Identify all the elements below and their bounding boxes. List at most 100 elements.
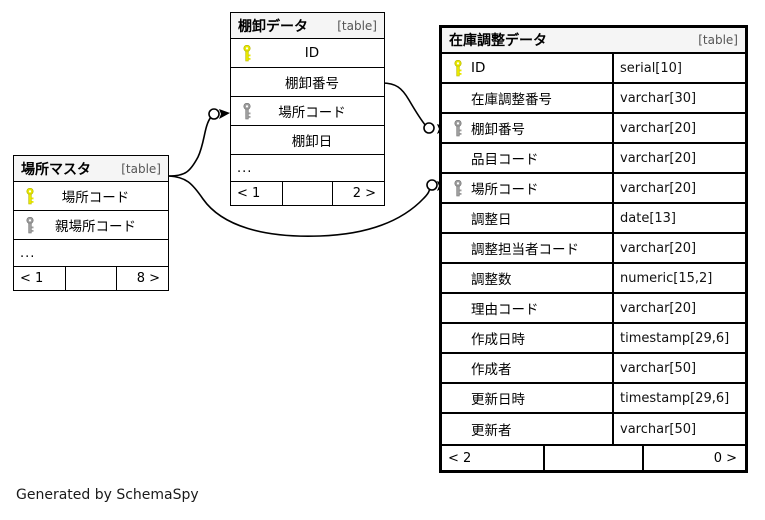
- column-name-cell: ID: [231, 44, 384, 62]
- foreign-key-icon: [447, 179, 469, 197]
- table-row[interactable]: ID: [231, 39, 384, 68]
- table-row[interactable]: 棚卸番号 varchar[20]: [442, 114, 745, 144]
- column-name-cell: 棚卸番号: [231, 72, 384, 92]
- table-name: 在庫調整データ: [449, 33, 547, 49]
- column-name-cell: 棚卸日: [231, 130, 384, 150]
- column-name-cell: 親場所コード: [14, 215, 168, 235]
- footer-middle-cell: [65, 267, 117, 290]
- incoming-relationship-count[interactable]: < 1: [237, 186, 261, 201]
- column-name: 在庫調整番号: [471, 92, 552, 108]
- table-row[interactable]: 更新者 varchar[50]: [442, 414, 745, 444]
- column-name-cell: 調整担当者コード: [442, 238, 612, 258]
- table-node-tanaoroshi-data[interactable]: 棚卸データ [table] ID: [230, 12, 385, 206]
- column-type: varchar[30]: [612, 84, 745, 112]
- edge-optional-marker-tanaoroshi: [208, 108, 220, 120]
- table-type-tag: [table]: [121, 161, 161, 176]
- column-name: 更新者: [471, 423, 512, 439]
- table-row[interactable]: 棚卸日: [231, 126, 384, 155]
- column-name: ID: [304, 45, 320, 61]
- footer-middle-cell: [281, 182, 333, 205]
- incoming-relationship-count[interactable]: < 1: [20, 271, 44, 286]
- table-row[interactable]: 調整数 numeric[15,2]: [442, 264, 745, 294]
- column-type: varchar[50]: [612, 354, 745, 382]
- key-icon-placeholder: [447, 149, 469, 167]
- column-name: 場所コード: [471, 182, 539, 198]
- outgoing-relationship-count[interactable]: 8 >: [136, 271, 160, 286]
- column-type: timestamp[29,6]: [612, 384, 745, 412]
- edge-tanaoroshi-to-zaiko: [381, 82, 427, 127]
- table-row[interactable]: 調整担当者コード varchar[20]: [442, 234, 745, 264]
- table-title-bar: 場所マスタ [table]: [14, 156, 168, 182]
- edge-optional-marker-zaiko-basho: [426, 179, 438, 191]
- outgoing-relationship-count[interactable]: 0 >: [713, 450, 737, 466]
- table-name: 棚卸データ: [238, 18, 308, 35]
- column-type: serial[10]: [612, 54, 745, 82]
- column-name: 品目コード: [471, 152, 539, 168]
- column-name-cell: 場所コード: [231, 101, 384, 121]
- table-row[interactable]: 場所コード: [231, 97, 384, 126]
- column-name-cell: 調整日: [442, 208, 612, 228]
- table-node-zaiko-chosei-data[interactable]: 在庫調整データ [table] ID: [439, 25, 748, 473]
- edge-optional-marker-zaiko-tanaoroshi: [423, 122, 435, 134]
- outgoing-relationship-count[interactable]: 2 >: [352, 186, 376, 201]
- column-name: 更新日時: [471, 392, 525, 408]
- column-name: 調整日: [471, 212, 512, 228]
- key-icon-placeholder: [447, 329, 469, 347]
- column-name: 作成日時: [471, 332, 525, 348]
- table-title-bar: 在庫調整データ [table]: [442, 28, 745, 54]
- column-name: 場所コード: [61, 190, 130, 206]
- column-name-cell: 更新者: [442, 419, 612, 439]
- footer-middle-cell: [542, 446, 644, 470]
- column-name-cell: 在庫調整番号: [442, 88, 612, 108]
- table-columns: 場所コード 親場所コード: [14, 182, 168, 266]
- edge-basho-to-tanaoroshi: [168, 116, 212, 177]
- table-row[interactable]: 棚卸番号: [231, 68, 384, 97]
- column-name-cell: 場所コード: [442, 178, 612, 198]
- key-icon-placeholder: [236, 131, 258, 149]
- column-type: varchar[20]: [612, 114, 745, 142]
- table-columns: ID serial[10] 在庫調整番号 varchar[30]: [442, 54, 745, 444]
- incoming-relationship-count[interactable]: < 2: [448, 450, 472, 466]
- table-row[interactable]: ID serial[10]: [442, 54, 745, 84]
- column-name: 理由コード: [471, 302, 539, 318]
- table-row[interactable]: 調整日 date[13]: [442, 204, 745, 234]
- table-row[interactable]: 親場所コード: [14, 211, 168, 240]
- column-name-cell: 作成者: [442, 358, 612, 378]
- foreign-key-icon: [447, 119, 469, 137]
- table-title-bar: 棚卸データ [table]: [231, 13, 384, 39]
- column-name: 調整数: [471, 272, 512, 288]
- key-icon-placeholder: [447, 299, 469, 317]
- table-relationship-footer: < 2 0 >: [442, 444, 745, 470]
- column-name: 棚卸番号: [471, 122, 525, 138]
- column-type: date[13]: [612, 204, 745, 232]
- table-row[interactable]: 場所コード: [14, 182, 168, 211]
- table-row[interactable]: 在庫調整番号 varchar[30]: [442, 84, 745, 114]
- column-type: timestamp[29,6]: [612, 324, 745, 352]
- primary-key-icon: [19, 187, 41, 205]
- table-row[interactable]: 作成日時 timestamp[29,6]: [442, 324, 745, 354]
- table-row[interactable]: 作成者 varchar[50]: [442, 354, 745, 384]
- key-icon-placeholder: [447, 269, 469, 287]
- edge-arrowhead-tanaoroshi: [219, 109, 230, 119]
- table-row[interactable]: 理由コード varchar[20]: [442, 294, 745, 324]
- key-icon-placeholder: [447, 359, 469, 377]
- table-node-basho-master[interactable]: 場所マスタ [table] 場所コード: [13, 155, 169, 291]
- column-name: 棚卸日: [291, 134, 333, 150]
- table-row[interactable]: 場所コード varchar[20]: [442, 174, 745, 204]
- table-columns: ID 棚卸番号: [231, 39, 384, 181]
- key-icon-placeholder: [447, 89, 469, 107]
- key-icon-placeholder: [447, 389, 469, 407]
- column-type: varchar[20]: [612, 144, 745, 172]
- column-name: 親場所コード: [55, 219, 136, 235]
- column-name: ID: [471, 60, 486, 76]
- table-row[interactable]: 品目コード varchar[20]: [442, 144, 745, 174]
- table-more-row[interactable]: ...: [231, 155, 384, 181]
- column-name: 場所コード: [278, 105, 346, 121]
- column-type: varchar[20]: [612, 294, 745, 322]
- table-more-row[interactable]: ...: [14, 240, 168, 266]
- column-name-cell: 理由コード: [442, 298, 612, 318]
- key-icon-placeholder: [236, 73, 258, 91]
- table-row[interactable]: 更新日時 timestamp[29,6]: [442, 384, 745, 414]
- more-columns-ellipsis: ...: [237, 160, 253, 176]
